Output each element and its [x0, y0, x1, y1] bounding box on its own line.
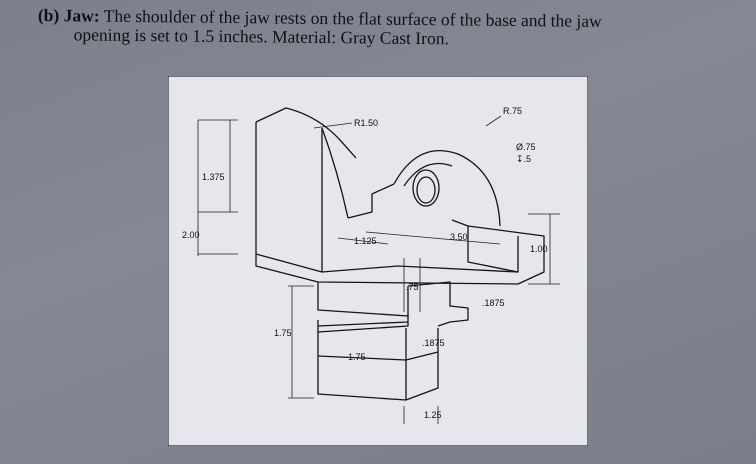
dim-100: 1.00 — [530, 244, 548, 254]
right-arm — [467, 226, 519, 273]
shoulder-arc — [255, 107, 357, 159]
dim-350: 3.50 — [450, 232, 468, 242]
problem-text-line2: opening is set to 1.5 inches. Material: … — [73, 24, 449, 49]
main-body — [255, 219, 545, 285]
upper-left-block — [255, 122, 323, 273]
main-body-top — [347, 183, 395, 219]
dim-dia75: Ø.75 — [516, 142, 536, 152]
dim-r150: R1.50 — [354, 118, 378, 128]
lug-inner — [403, 162, 453, 187]
dim-1125: 1.125 — [354, 236, 377, 246]
bottom-top-edge — [317, 351, 439, 361]
dim-depth5: ↧.5 — [516, 154, 531, 164]
jaw-isometric-drawing — [255, 107, 545, 401]
body-front-edge — [321, 265, 519, 273]
lug-outline — [393, 150, 501, 227]
lug-hole-inner — [416, 176, 436, 204]
dim-1875-upper: .1875 — [482, 298, 505, 308]
dim-1875-lower: .1875 — [422, 338, 445, 348]
groove — [317, 314, 409, 333]
problem-caption: (b) Jaw: The shoulder of the jaw rests o… — [37, 5, 728, 51]
dim-200: 2.00 — [182, 230, 200, 240]
dim-175-bottom: 1.75 — [348, 352, 366, 362]
shoulder-edge — [321, 127, 349, 219]
lug-hole — [412, 169, 440, 207]
stem-right — [407, 281, 469, 327]
dim-175-left: 1.75 — [274, 328, 292, 338]
dim-r75: R.75 — [503, 106, 522, 116]
dimension-lines — [197, 115, 560, 424]
dim-75: .75 — [406, 282, 419, 292]
stem — [317, 282, 409, 317]
drawing-paper — [168, 76, 588, 446]
dim-125: 1.25 — [424, 410, 442, 420]
drawing-sheet: R1.50 R.75 Ø.75 ↧.5 1.375 2.00 1.125 3.5… — [168, 76, 588, 446]
problem-label: (b) Jaw: — [37, 5, 100, 26]
dim-1375: 1.375 — [202, 172, 225, 182]
